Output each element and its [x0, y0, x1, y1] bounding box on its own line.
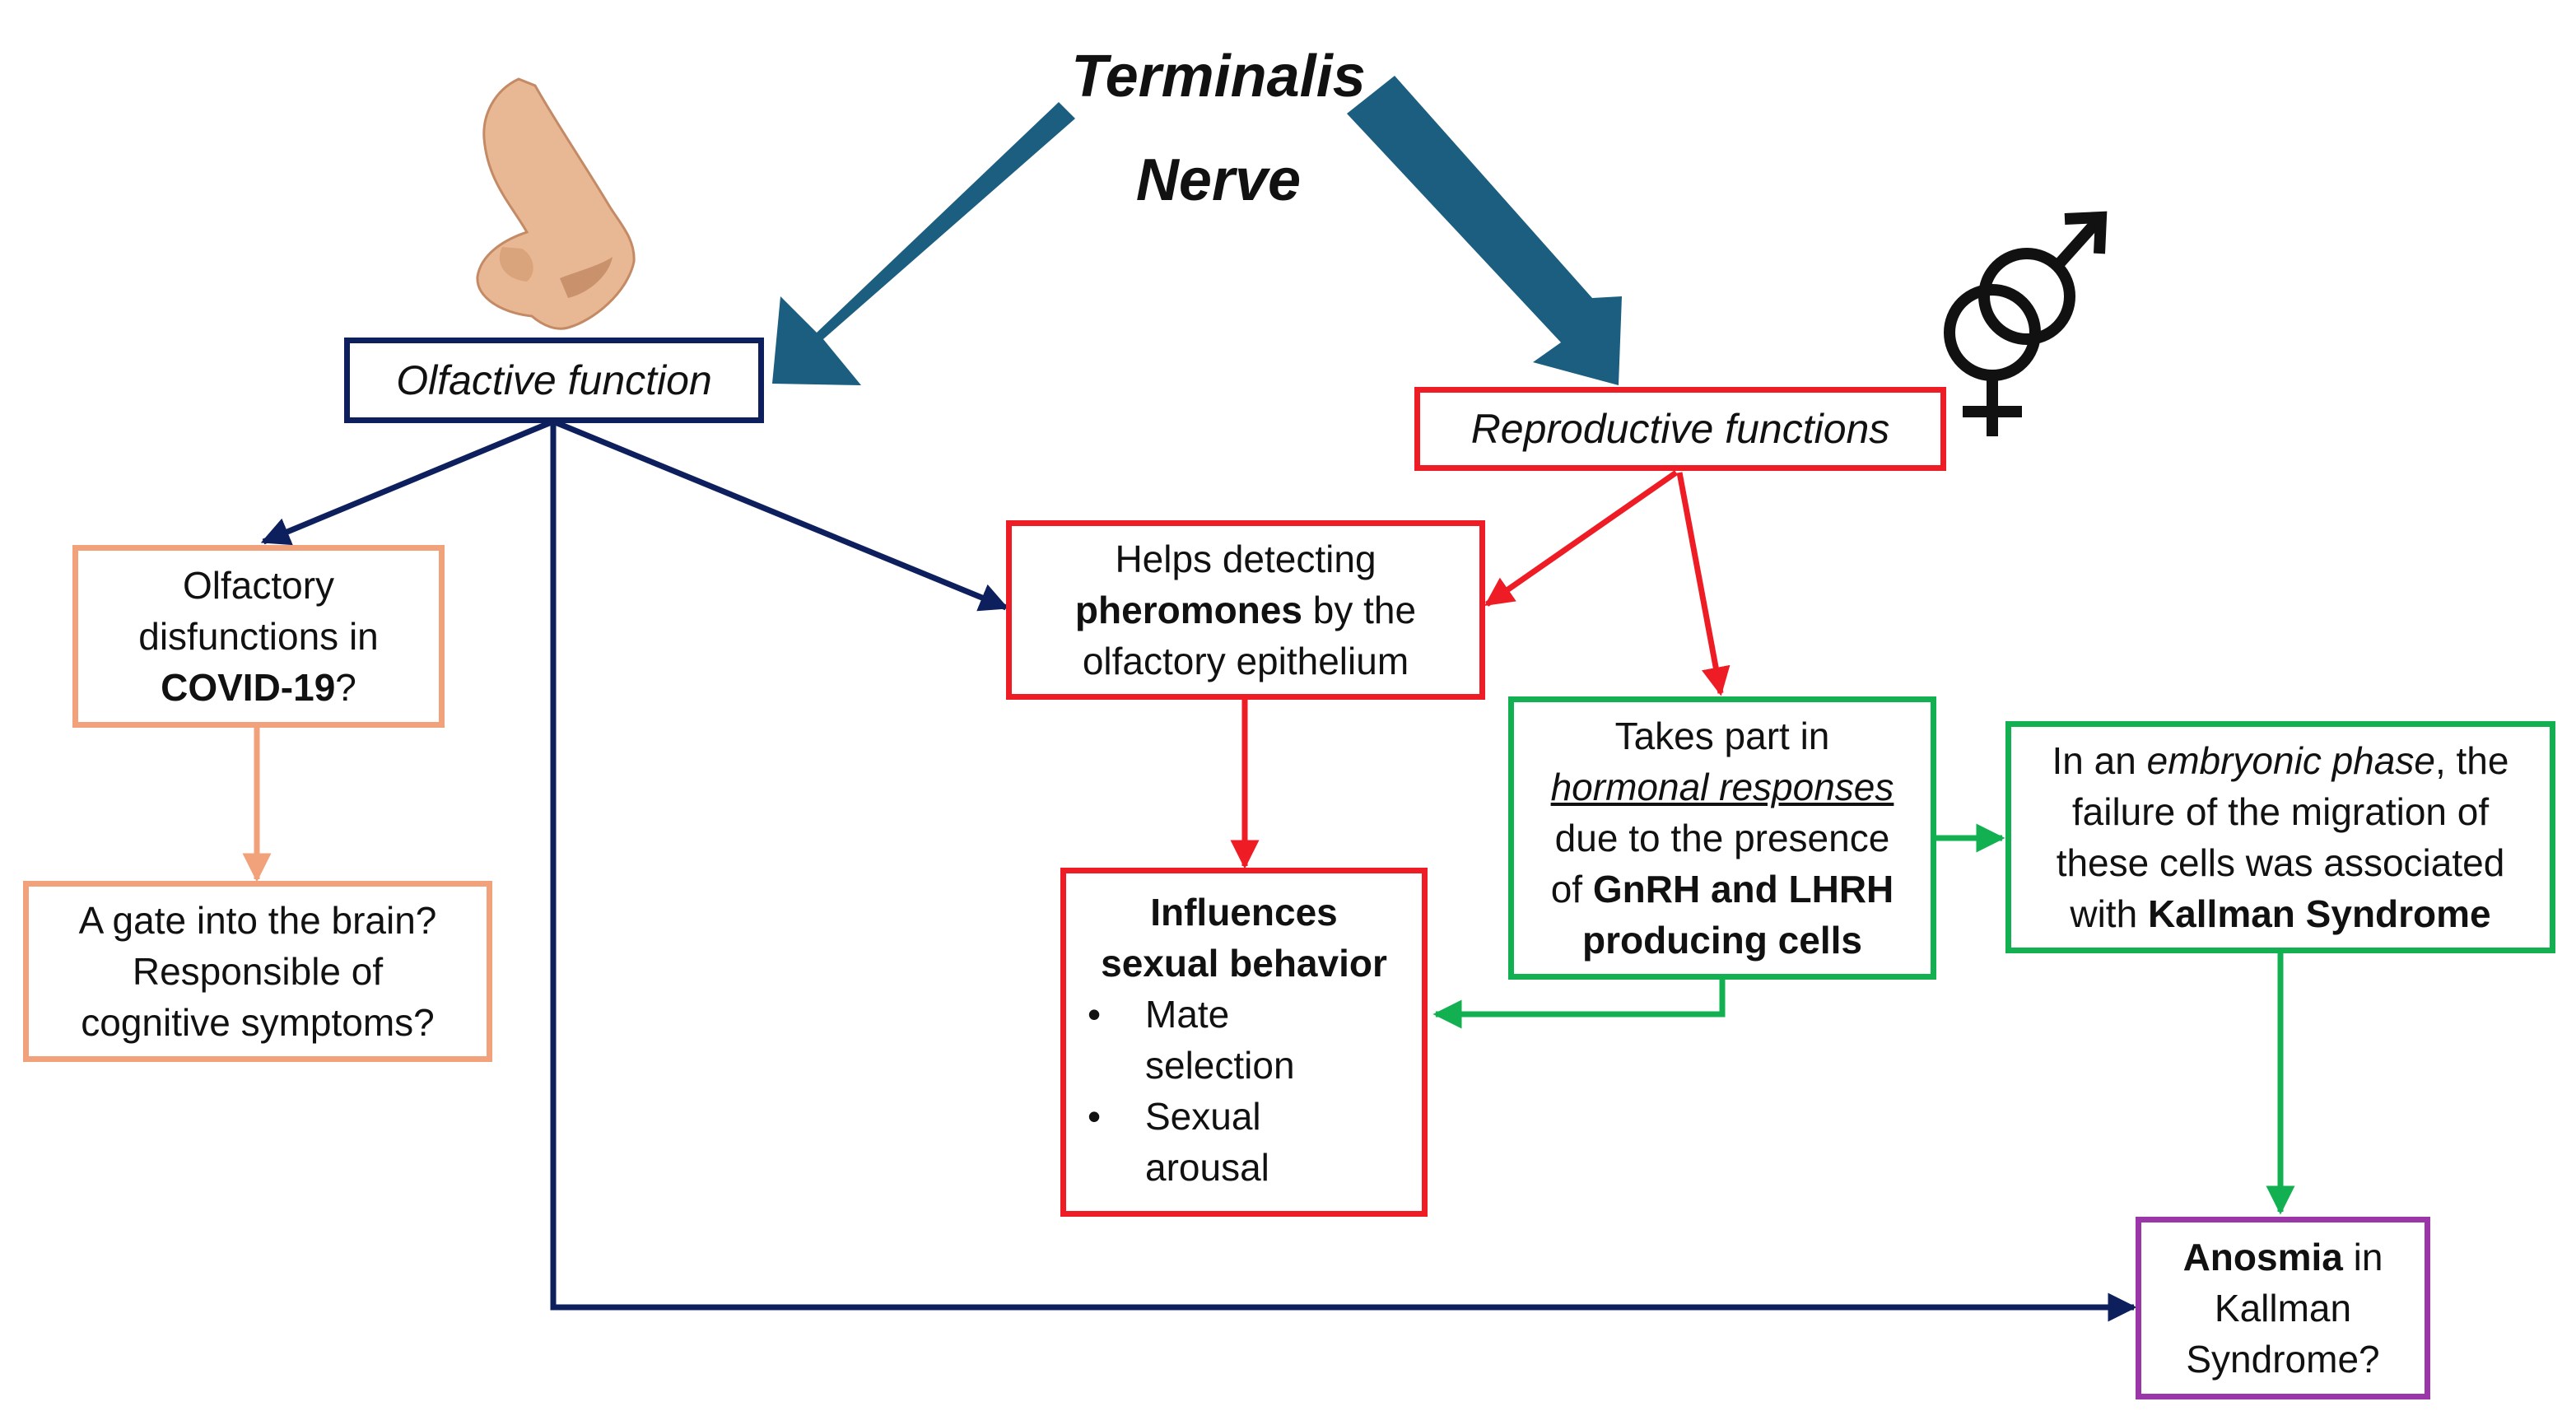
nose-icon [476, 77, 636, 330]
covid-box: Olfactory disfunctions in COVID-19? [72, 545, 445, 728]
title-line-1: Terminalis [1071, 44, 1366, 109]
male-female-symbol-icon [1944, 211, 2108, 436]
arrow-hormonal-to-behavior [1432, 978, 1726, 1029]
covid-line-3: COVID-19? [161, 662, 356, 713]
covid-suffix: ? [335, 666, 356, 709]
behavior-bullet-item: Sexual arousal [1066, 1091, 1422, 1193]
embryonic-phase-italic: embryonic phase [2146, 739, 2435, 782]
embryonic-line-3: these cells was associated [2056, 841, 2505, 884]
behavior-item-2-line-2: arousal [1145, 1146, 1269, 1189]
embryonic-line-4: with Kallman Syndrome [2070, 888, 2490, 939]
behavior-item-1-line-1: Mate [1145, 993, 1230, 1036]
embryonic-line-4-bold: Kallman Syndrome [2147, 892, 2491, 935]
covid-bold: COVID-19 [161, 666, 336, 709]
gate-line-3: cognitive symptoms? [81, 1001, 435, 1044]
hormonal-line-5: producing cells [1582, 915, 1862, 966]
embryonic-line-1-suffix: , the [2434, 739, 2509, 782]
hormonal-line-4-prefix: of [1550, 868, 1593, 910]
pheromones-bold: pheromones [1074, 589, 1302, 631]
behavior-bold-line-1: Influences [1150, 891, 1338, 934]
big-arrow-to-reproductive [1347, 76, 1622, 385]
embryonic-line-4-prefix: with [2070, 892, 2148, 935]
arrow-reproductive-to-hormonal [1676, 472, 1731, 696]
pheromones-line-2-rest: by the [1302, 589, 1417, 631]
arrow-olfactive-to-anosmia [550, 421, 2137, 1322]
reproductive-functions-label: Reproductive functions [1470, 406, 1890, 452]
arrow-olfactive-to-pheromones [552, 418, 1009, 612]
big-arrow-to-olfactive [772, 102, 1075, 385]
hormonal-box: Takes part in hormonal responses due to … [1508, 696, 1936, 980]
gate-box: A gate into the brain? Responsible of co… [23, 881, 492, 1062]
embryonic-line-2: failure of the migration of [2071, 790, 2490, 833]
behavior-bullet-item: Mate selection [1066, 989, 1422, 1091]
pheromones-line-2: pheromones by the [1075, 584, 1416, 636]
pheromones-line-1: Helps detecting [1115, 538, 1377, 580]
arrow-reproductive-to-pheromones [1484, 470, 1678, 607]
anosmia-line-2: Kallman [2214, 1287, 2352, 1330]
pheromones-line-3: olfactory epithelium [1082, 640, 1409, 682]
olfactive-function-box: Olfactive function [344, 338, 764, 423]
pheromones-box: Helps detecting pheromones by the olfact… [1006, 520, 1485, 700]
anosmia-bold: Anosmia [2182, 1236, 2343, 1278]
gate-line-1: A gate into the brain? [78, 899, 437, 942]
behavior-item-1-line-2: selection [1145, 1044, 1295, 1087]
gate-line-2: Responsible of [132, 950, 384, 993]
title-line-2: Nerve [1135, 147, 1302, 213]
anosmia-box: Anosmia in Kallman Syndrome? [2136, 1217, 2430, 1399]
embryonic-line-1: In an embryonic phase, the [2052, 735, 2509, 786]
hormonal-line-4: of GnRH and LHRH [1551, 864, 1894, 915]
embryonic-box: In an embryonic phase, the failure of th… [2005, 721, 2555, 953]
covid-line-2: disfunctions in [138, 615, 379, 658]
anosmia-line-1-rest: in [2342, 1236, 2383, 1278]
hormonal-line-3: due to the presence [1554, 817, 1890, 859]
behavior-bold-line-2: sexual behavior [1101, 942, 1387, 985]
hormonal-line-5-bold: producing cells [1582, 919, 1862, 962]
covid-line-1: Olfactory [182, 564, 335, 607]
arrow-olfactive-to-covid [260, 418, 555, 546]
embryonic-line-1-prefix: In an [2052, 739, 2147, 782]
reproductive-functions-box: Reproductive functions [1414, 387, 1946, 471]
hormonal-line-1: Takes part in [1614, 715, 1830, 757]
anosmia-line-3: Syndrome? [2186, 1338, 2380, 1381]
olfactive-function-label: Olfactive function [396, 357, 712, 403]
sexual-behavior-box: Influences sexual behavior Mate selectio… [1060, 868, 1428, 1217]
anosmia-line-1: Anosmia in [2183, 1232, 2383, 1283]
hormonal-underlined: hormonal responses [1550, 766, 1894, 808]
behavior-item-2-line-1: Sexual [1145, 1095, 1261, 1138]
hormonal-line-4-bold: GnRH and LHRH [1592, 868, 1894, 910]
behavior-bullet-list: Mate selection Sexual arousal [1066, 989, 1422, 1193]
diagram-title: Terminalis Nerve [1029, 25, 1408, 232]
